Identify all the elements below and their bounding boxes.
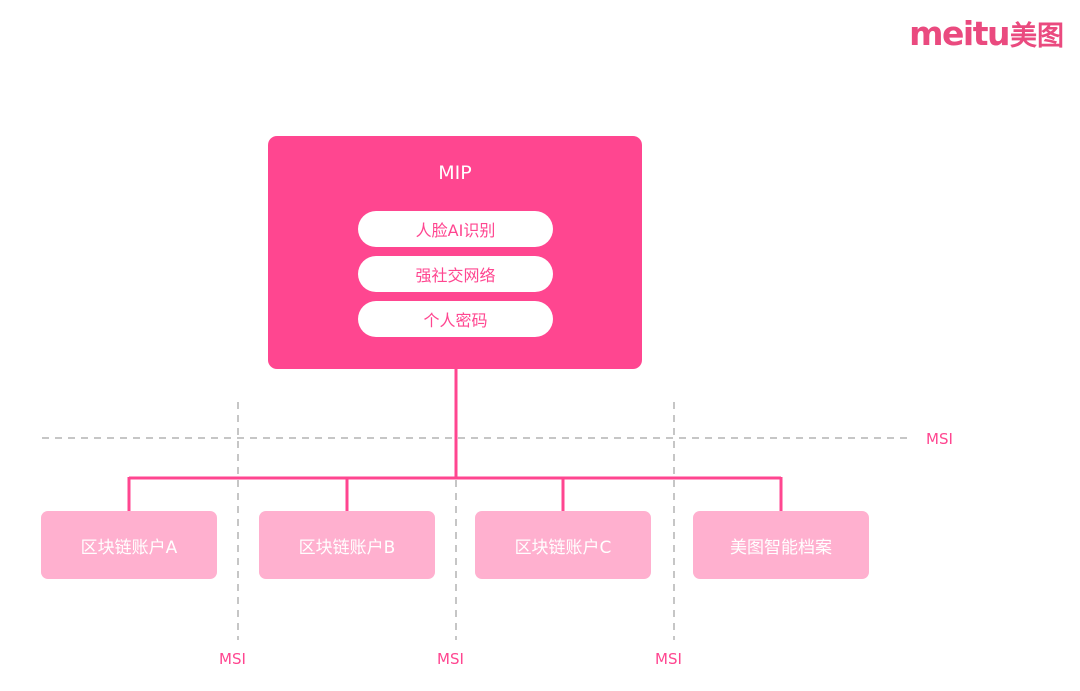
mip-box: MIP 人脸AI识别 强社交网络 个人密码 (268, 136, 642, 369)
meitu-logo: meitu 美图 (909, 14, 1064, 53)
mip-title: MIP (438, 162, 472, 184)
blockchain-account-c: 区块链账户C (475, 511, 651, 579)
logo-cjk-mark: 美图 (1010, 21, 1064, 52)
msi-label-bottom-2: MSI (437, 650, 464, 668)
blockchain-account-a: 区块链账户A (41, 511, 217, 579)
meitu-smart-archive: 美图智能档案 (693, 511, 869, 579)
feature-social-network: 强社交网络 (358, 256, 553, 292)
feature-face-ai: 人脸AI识别 (358, 211, 553, 247)
msi-label-bottom-3: MSI (655, 650, 682, 668)
feature-personal-password: 个人密码 (358, 301, 553, 337)
logo-wordmark: meitu (909, 14, 1010, 53)
blockchain-account-b: 区块链账户B (259, 511, 435, 579)
msi-label-bottom-1: MSI (219, 650, 246, 668)
msi-label-right: MSI (926, 430, 953, 448)
